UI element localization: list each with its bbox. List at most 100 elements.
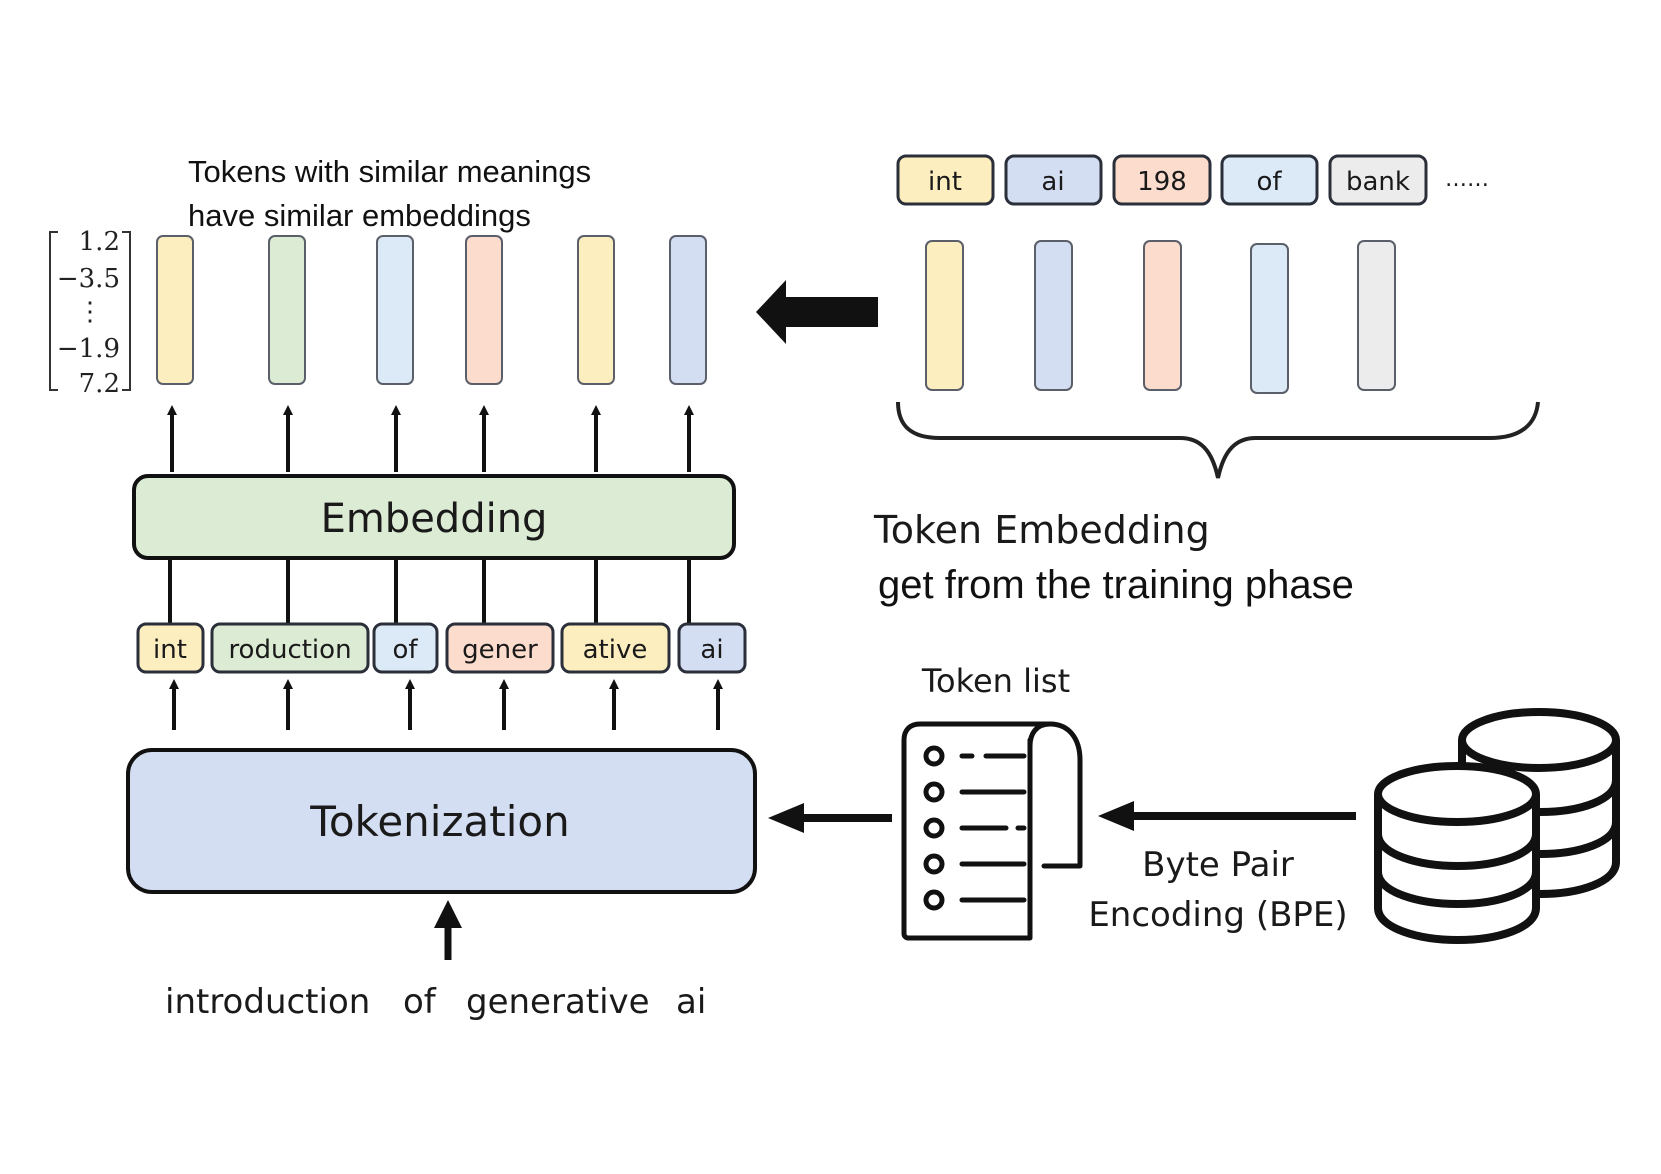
token-chip: of: [372, 622, 439, 674]
list-bullet: [923, 853, 945, 875]
input-sentence: introduction of generative ai: [165, 982, 706, 1022]
embedding-vectors-left: [156, 235, 707, 385]
vocab-embedding-bar-bank: [1357, 240, 1396, 391]
vocab-token-chip: int: [896, 154, 995, 206]
vocab-token-row: int ai 198 of bank ……: [896, 154, 1489, 206]
database-to-token-list-arrow: [1098, 801, 1356, 831]
vocab-embedding-bar-int: [925, 240, 964, 391]
input-word-generative: generative: [466, 982, 650, 1022]
token-chip-box: [210, 622, 370, 674]
vocab-token-chip-box: [1328, 154, 1428, 206]
list-bullet: [923, 817, 945, 839]
list-bullet: [923, 745, 945, 767]
vocab-token-chip-box: [1004, 154, 1103, 206]
vector-right-bracket: [122, 231, 131, 391]
embedding-bar-of: [376, 235, 414, 385]
vocab-token-chip-box: [1220, 154, 1319, 206]
curly-brace: [896, 401, 1540, 479]
vocab-token-chip-text: ai: [1041, 167, 1064, 197]
bpe-label-line-2: Encoding (BPE): [1088, 895, 1347, 935]
embedding-bar-ative: [577, 235, 615, 385]
document-scroll: [1041, 721, 1083, 869]
vocab-token-chip-box: [1112, 154, 1212, 206]
list-bullet: [923, 781, 945, 803]
token-chip-box: [136, 622, 205, 674]
token-chip: roduction: [210, 622, 370, 674]
database-front-band: [1374, 871, 1540, 909]
vector-value-3: −1.9: [57, 334, 120, 364]
vocab-token-chip-text: bank: [1346, 167, 1410, 197]
vocab-token-chip: of: [1220, 154, 1319, 206]
vocab-token-chip-text: int: [928, 167, 962, 197]
token-chip-text: roduction: [228, 635, 351, 665]
vocab-token-chip-box: [896, 154, 995, 206]
annotation-line-2: have similar embeddings: [188, 198, 531, 233]
token-list-icon: [901, 721, 1083, 941]
input-word-ai: ai: [676, 982, 706, 1022]
token-chip-box: [445, 622, 555, 674]
vocab-token-chip: ai: [1004, 154, 1103, 206]
token-chip-text: of: [392, 635, 418, 665]
vocab-token-chip: 198: [1112, 154, 1212, 206]
tokenization-box: Tokenization: [126, 748, 757, 894]
vector-left-bracket: [49, 231, 58, 391]
document-outline: [901, 721, 1053, 941]
tokenization-output-arrows: [169, 679, 723, 730]
vocab-token-chip-text: of: [1256, 167, 1282, 197]
token-chip-text: int: [153, 635, 187, 665]
embedding-bar-gener: [465, 235, 503, 385]
vocab-embedding-bar-ai: [1034, 240, 1073, 391]
document-fold: [1027, 721, 1053, 749]
token-chip: ai: [677, 622, 747, 674]
database-back-top: [1458, 708, 1620, 772]
token-chip-text: ative: [583, 635, 648, 665]
embedding-box-label: Embedding: [321, 496, 548, 542]
tokenization-box-label: Tokenization: [309, 797, 569, 846]
vocab-embedding-bar-of: [1250, 243, 1289, 394]
token-list-to-tokenization-arrow: [768, 803, 892, 833]
arrow-head: [1098, 801, 1134, 831]
embedding-vector-example: 1.2 −3.5 ⋮ −1.9 7.2: [49, 227, 131, 399]
vocab-token-chip-text: 198: [1137, 167, 1187, 197]
token-chip: gener: [445, 622, 555, 674]
embedding-bar-roduction: [268, 235, 306, 385]
input-word-of: of: [403, 982, 437, 1022]
token-chip-box: [560, 622, 671, 674]
token-chip-box: [677, 622, 747, 674]
tokenization-box-rect: [126, 748, 757, 894]
arrow-head: [768, 803, 804, 833]
big-left-arrow: [756, 280, 878, 344]
vector-value-1: 1.2: [79, 227, 120, 257]
token-to-embedding-lines: [168, 558, 691, 624]
token-chip-box: [372, 622, 439, 674]
input-arrow: [434, 900, 462, 960]
vector-value-4: 7.2: [79, 369, 120, 399]
token-chip: ative: [560, 622, 671, 674]
bpe-label-line-1: Byte Pair: [1142, 845, 1294, 885]
token-chip-text: gener: [462, 635, 538, 665]
embedding-box: Embedding: [132, 474, 736, 560]
token-list-label: Token list: [921, 662, 1070, 700]
embedding-output-arrows: [167, 405, 694, 472]
input-arrow-head: [434, 900, 462, 928]
vector-ellipsis: ⋮: [77, 297, 103, 327]
annotation-line-1: Tokens with similar meanings: [188, 154, 591, 189]
vocab-embedding-bar-198: [1143, 240, 1182, 391]
token-chip-text: ai: [700, 635, 723, 665]
embedding-box-rect: [132, 474, 736, 560]
embedding-vectors-vocab: [925, 240, 1396, 394]
input-word-introduction: introduction: [165, 982, 370, 1022]
vector-value-2: −3.5: [57, 264, 120, 294]
token-chip: int: [136, 622, 205, 674]
embedding-bar-ai: [669, 235, 707, 385]
vocab-token-chip: bank: [1328, 154, 1428, 206]
database-icon: [1374, 708, 1620, 945]
token-row: int roduction of gener ative ai: [136, 622, 747, 674]
list-bullet: [923, 889, 945, 911]
database-front-top: [1374, 762, 1540, 826]
token-embedding-title: Token Embedding: [873, 508, 1210, 552]
token-embedding-subtitle: get from the training phase: [878, 563, 1354, 607]
database-front-band: [1374, 833, 1540, 871]
embedding-bar-int: [156, 235, 194, 385]
